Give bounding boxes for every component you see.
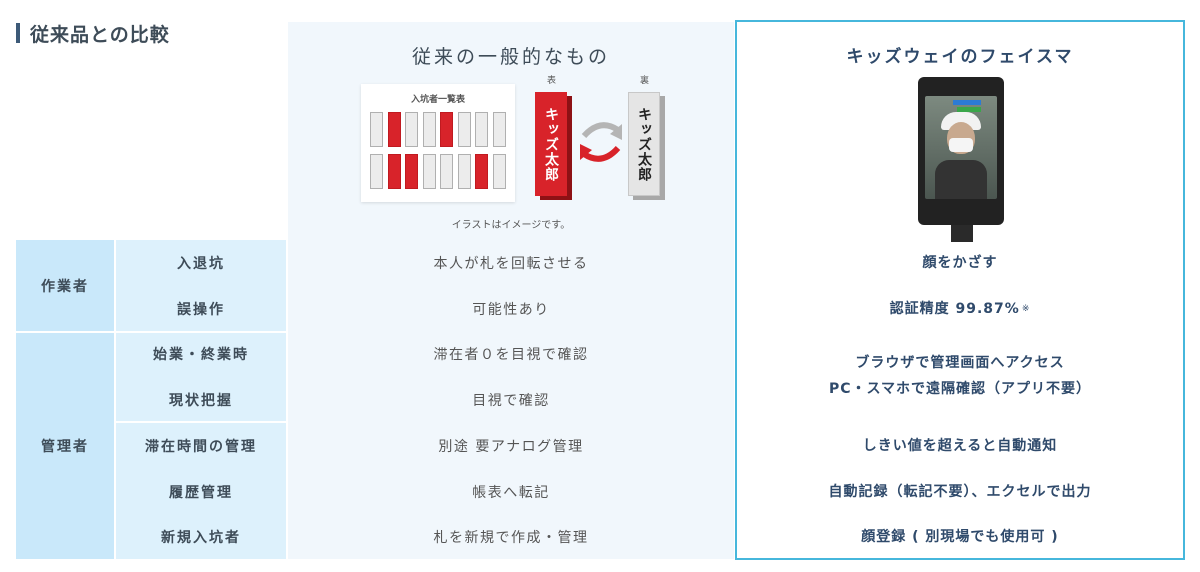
accuracy-note-mark: ※ <box>1021 303 1031 314</box>
back-label: 裏 <box>640 76 650 86</box>
ledger-slot <box>405 154 418 189</box>
item-label-stay-time: 滞在時間の管理 <box>145 438 257 455</box>
ledger-slot <box>370 154 383 189</box>
conventional-new-entrant: 札を新規で作成・管理 <box>433 529 589 546</box>
item-label-start-end: 始業・終業時 <box>153 346 249 363</box>
illustration-caption: イラストはイメージです。 <box>451 220 571 231</box>
kidsway-title: キッズウェイのフェイスマ <box>846 47 1074 67</box>
ledger-slot <box>492 154 506 189</box>
ledger-slot <box>475 112 488 147</box>
front-label: 表 <box>547 76 557 86</box>
item-divider <box>116 331 286 333</box>
section-title: 従来品との比較 <box>30 23 170 46</box>
name-tag-front: キッズ太郎 <box>535 92 567 196</box>
heading-accent-bar <box>16 23 20 43</box>
ledger-slot <box>422 154 436 189</box>
group-label-managers: 管理者 <box>16 333 114 559</box>
section-heading: 従来品との比較 <box>16 22 170 46</box>
ledger-slot <box>492 112 506 147</box>
ledger-slot <box>440 154 453 189</box>
accuracy-text: 認証精度 99.87% <box>889 300 1020 317</box>
item-label-entry: 入退坑 <box>177 255 225 272</box>
kidsway-remote-access: ブラウザで管理画面へアクセス PC・スマホで遠隔確認（アプリ不要） <box>735 349 1185 403</box>
ledger-slot <box>405 112 418 147</box>
ledger-board-illustration: 入坑者一覧表 <box>361 84 515 202</box>
conventional-status: 目視で確認 <box>472 392 550 409</box>
rotate-arrows-icon <box>580 122 622 162</box>
item-label-history: 履歴管理 <box>169 484 233 501</box>
item-column <box>116 240 286 559</box>
item-divider <box>116 421 286 423</box>
kidsway-entry: 顔をかざす <box>922 254 998 271</box>
kidsway-register: 顔登録 ( 別現場でも使用可 ) <box>861 528 1059 545</box>
ledger-slot <box>457 154 471 189</box>
item-label-misoperation: 誤操作 <box>177 301 225 318</box>
conventional-start-end: 滞在者０を目視で確認 <box>433 346 589 363</box>
remote-check-line: PC・スマホで遠隔確認（アプリ不要） <box>828 381 1092 397</box>
conventional-history: 帳表へ転記 <box>472 484 550 501</box>
ledger-slot <box>387 112 401 147</box>
name-tag-back: キッズ太郎 <box>628 92 660 196</box>
item-label-new-entrant: 新規入坑者 <box>161 529 241 546</box>
device-stand <box>951 225 973 242</box>
ledger-slot <box>475 154 488 189</box>
ledger-slot <box>457 112 471 147</box>
browser-access-line: ブラウザで管理画面へアクセス <box>855 355 1065 371</box>
ledger-slot <box>422 112 436 147</box>
item-label-status: 現状把握 <box>169 392 233 409</box>
kidsway-records: 自動記録（転記不要）、エクセルで出力 <box>828 483 1092 500</box>
device-screen <box>925 96 997 199</box>
group-label-workers: 作業者 <box>16 240 114 331</box>
ledger-slot <box>387 154 401 189</box>
conventional-title: 従来の一般的なもの <box>411 46 610 68</box>
ledger-title: 入坑者一覧表 <box>410 95 465 105</box>
conventional-entry: 本人が札を回転させる <box>433 255 589 272</box>
face-terminal-device-image <box>918 77 1004 225</box>
kidsway-threshold: しきい値を超えると自動通知 <box>862 437 1058 454</box>
kidsway-accuracy: 認証精度 99.87%※ <box>735 286 1185 331</box>
conventional-stay-time: 別途 要アナログ管理 <box>438 438 584 455</box>
ledger-slot <box>440 112 453 147</box>
ledger-slot <box>370 112 383 147</box>
conventional-misoperation: 可能性あり <box>472 301 550 318</box>
